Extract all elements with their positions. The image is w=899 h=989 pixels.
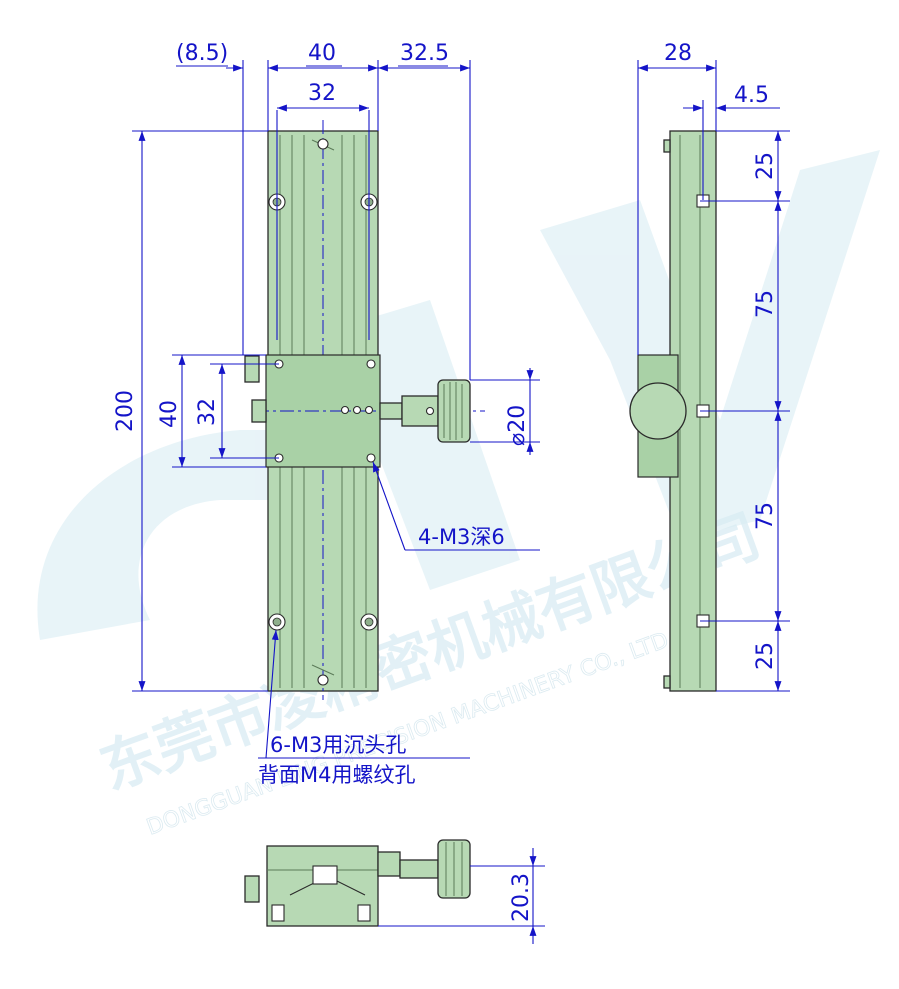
watermark: 东莞市凌精密机械有限公司 DONGGUAN LING PRECISION MAC… [37,150,880,841]
dim-side-pitch-mid2: 75 [753,502,778,530]
dim-side-height: 28 [664,41,692,66]
callout-base-holes-line2: 背面M4用螺纹孔 [258,763,415,787]
callout-base-holes-line1: 6-M3用沉头孔 [270,733,406,757]
side-view: 28 4.5 25 75 75 25 [629,41,790,692]
dim-left-offset: (8.5) [176,41,228,66]
dim-side-hole-offset: 4.5 [734,83,769,108]
clamp-lever [244,355,260,383]
dim-carriage-length: 40 [157,400,182,428]
indicator-dots [340,405,374,415]
end-view: 20.3 [244,839,545,944]
dim-side-pitch-top: 25 [753,152,778,180]
dim-side-pitch-mid1: 75 [753,290,778,318]
dim-right-offset: 32.5 [400,41,449,66]
dim-width: 40 [308,41,336,66]
end-knob [377,839,471,899]
dim-hole-pitch-x: 32 [308,81,336,106]
dim-knob-diameter: ⌀20 [505,405,530,446]
dim-side-pitch-bottom: 25 [753,642,778,670]
callout-carriage-holes: 4-M3深6 [418,525,505,549]
front-view: (8.5) 40 32.5 32 200 40 32 ⌀20 [113,41,540,787]
dim-carriage-hole-pitch: 32 [195,398,220,426]
dim-end-height: 20.3 [509,873,534,922]
feed-knob [379,379,471,443]
dim-total-length: 200 [113,390,138,432]
side-knob [629,382,687,440]
